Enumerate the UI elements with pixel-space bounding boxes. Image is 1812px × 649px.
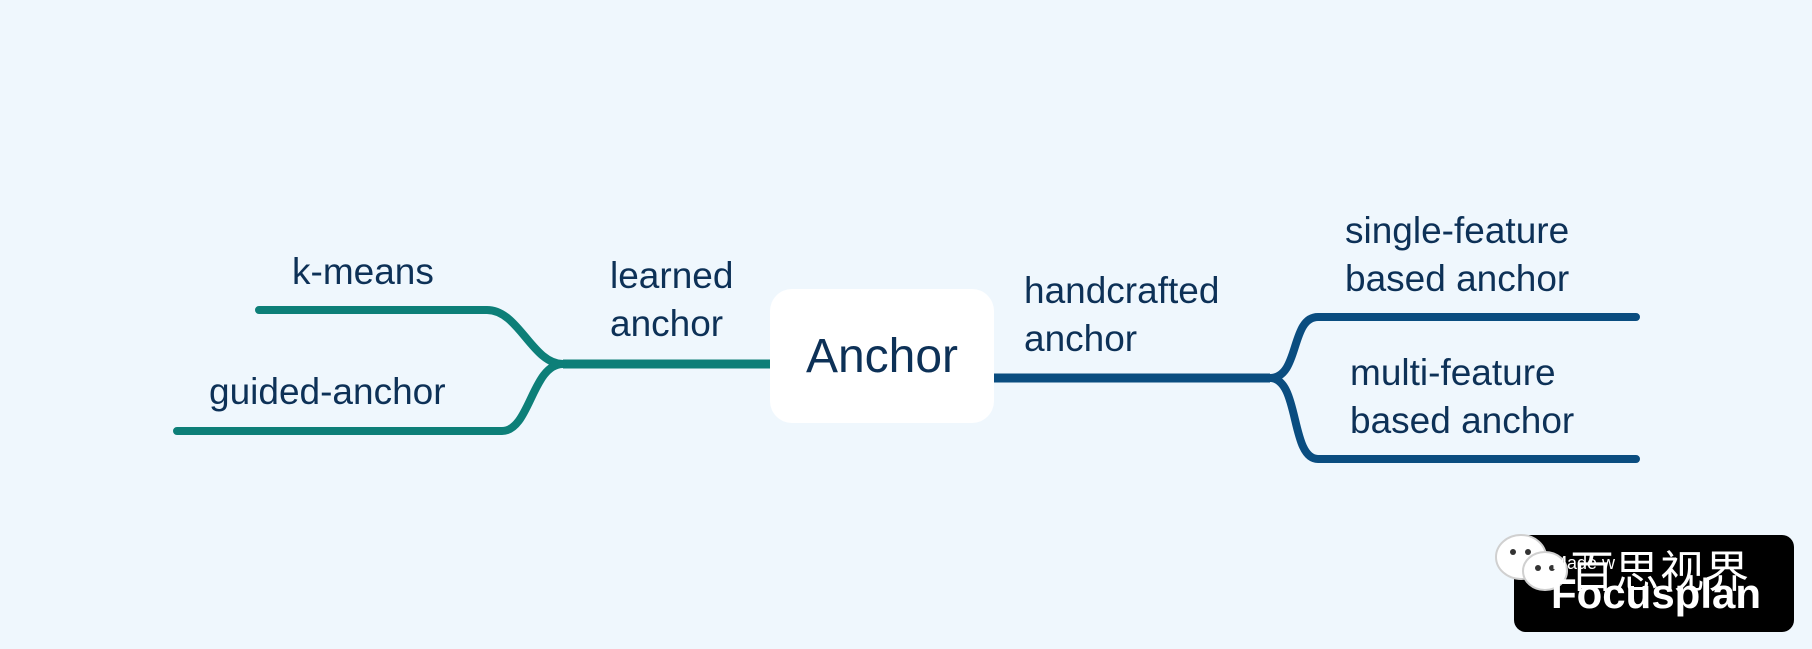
k-means-label: k-means bbox=[292, 251, 434, 292]
learned-anchor-label-line1: learned bbox=[610, 255, 734, 296]
watermark-brand-text: Focusplan bbox=[1551, 570, 1762, 617]
learned-anchor-label-line2: anchor bbox=[610, 303, 724, 344]
multi-feature-connector bbox=[1266, 374, 1640, 463]
central-topic-node[interactable]: Anchor bbox=[770, 289, 994, 423]
multi-feature-label-line2: based anchor bbox=[1350, 400, 1575, 441]
central-topic-label: Anchor bbox=[805, 329, 959, 383]
watermark-chinese-text: 百思视界 bbox=[1570, 547, 1750, 598]
single-feature-connector bbox=[1266, 313, 1640, 382]
wechat-icon bbox=[1495, 534, 1568, 591]
learned-anchor-topic[interactable]: learned anchor bbox=[610, 252, 733, 348]
watermark-made-with-text: Made w bbox=[1552, 553, 1616, 573]
single-feature-label-line2: based anchor bbox=[1345, 258, 1570, 299]
guided-anchor-topic[interactable]: guided-anchor bbox=[209, 368, 446, 416]
k-means-connector bbox=[255, 306, 567, 368]
single-feature-label-line1: single-feature bbox=[1345, 210, 1570, 251]
multi-feature-anchor-topic[interactable]: multi-feature based anchor bbox=[1350, 349, 1574, 445]
handcrafted-anchor-label-line2: anchor bbox=[1024, 318, 1138, 359]
handcrafted-anchor-topic[interactable]: handcrafted anchor bbox=[1024, 267, 1219, 363]
guided-anchor-label: guided-anchor bbox=[209, 371, 446, 412]
single-feature-anchor-topic[interactable]: single-feature based anchor bbox=[1345, 207, 1569, 303]
handcrafted-anchor-label-line1: handcrafted bbox=[1024, 270, 1220, 311]
guided-anchor-connector bbox=[173, 360, 567, 435]
k-means-topic[interactable]: k-means bbox=[292, 248, 434, 296]
multi-feature-label-line1: multi-feature bbox=[1350, 352, 1556, 393]
